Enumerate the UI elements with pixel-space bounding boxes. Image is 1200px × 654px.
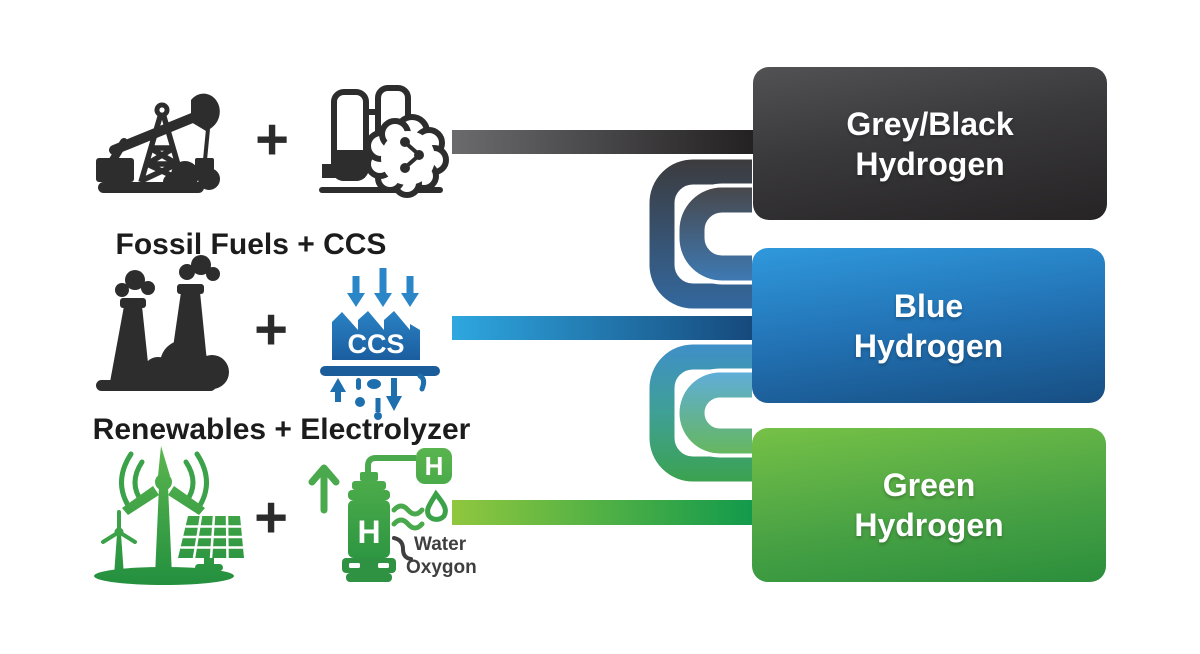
flow-squiggles (391, 503, 425, 531)
oxygen-label: Oxygon (406, 557, 477, 578)
box-title-line2: Hydrogen (855, 145, 1005, 182)
blue-green-tube-outer (649, 344, 752, 482)
smokestacks-icon (96, 255, 229, 391)
co2-down-arrows (347, 268, 419, 307)
box-title-line2: Hydrogen (853, 327, 1004, 364)
wind-turbine (122, 446, 205, 576)
output-connector-line (392, 536, 413, 561)
green-flow-bar (452, 500, 753, 525)
blue-hydrogen-box: Blue Hydrogen (752, 248, 1105, 403)
plus-operator-row3: + (254, 485, 288, 550)
badge-h-text: H (425, 451, 444, 481)
box-title-line1: Blue (893, 287, 964, 324)
blue-green-tube-inner (679, 372, 752, 454)
grey-blue-tube-outer (649, 159, 752, 309)
oil-pumpjack-icon (96, 93, 220, 193)
box-title-line2: Hydrogen (854, 507, 1004, 543)
box-title-line1: Grey/Black (846, 105, 1014, 142)
molecule-glyph (400, 137, 424, 173)
water-label: Water (414, 534, 467, 555)
up-arrow (308, 464, 340, 514)
small-wind-turbine (101, 510, 137, 576)
renewables-icon (94, 446, 244, 585)
grey-flow-bar (452, 130, 753, 154)
refinery-carbon-cloud-icon (319, 85, 449, 198)
electrolyzer-tank: H (342, 472, 396, 582)
blue-flow-bar (452, 316, 753, 340)
ccs-text: CCS (347, 329, 404, 359)
plus-operator-row2: + (254, 297, 288, 362)
green-hydrogen-box: Green Hydrogen (752, 428, 1106, 582)
electrolyzer-icon: H H Water Oxygon (308, 448, 477, 582)
solar-panel (178, 515, 244, 571)
sequestration-marks (330, 373, 427, 420)
tank-h-text: H (357, 514, 380, 550)
plus-operator-row1: + (255, 107, 289, 172)
box-title-line1: Green (882, 467, 976, 503)
water-droplet-icon (425, 489, 448, 522)
fossil-fuels-ccs-label: Fossil Fuels + CCS (115, 228, 387, 261)
h2-pipe (365, 455, 416, 472)
renewables-electrolyzer-label: Renewables + Electrolyzer (92, 413, 471, 446)
h2-badge: H (416, 448, 452, 484)
grey-blue-tube-inner (679, 187, 752, 281)
ccs-icon: CCS (320, 268, 440, 420)
grey-black-hydrogen-box: Grey/Black Hydrogen (753, 67, 1107, 220)
connector-tubes (645, 155, 752, 486)
ground-mound (94, 567, 234, 585)
